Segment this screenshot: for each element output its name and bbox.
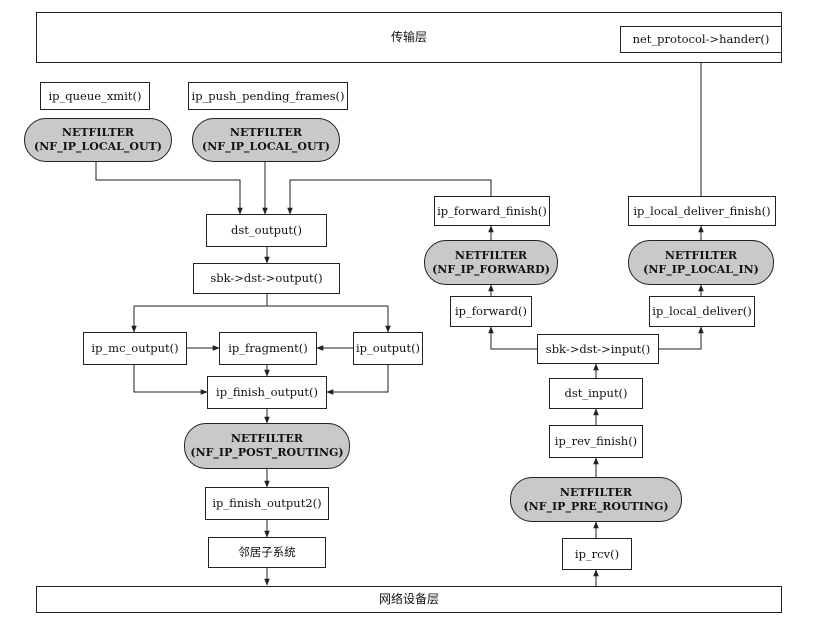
dst-input-node: dst_input() bbox=[549, 378, 643, 409]
netfilter-title: NETFILTER bbox=[61, 126, 135, 140]
netfilter-title: NETFILTER bbox=[664, 248, 738, 262]
netfilter-pre-routing-hook: NETFILTER (NF_IP_PRE_ROUTING) bbox=[510, 477, 682, 522]
arrow-forward-finish-to-dst-output bbox=[287, 179, 492, 215]
netfilter-hook-name: (NF_IP_PRE_ROUTING) bbox=[523, 499, 669, 513]
sbk-dst-input-node: sbk->dst->input() bbox=[537, 334, 659, 364]
netfilter-title: NETFILTER bbox=[454, 248, 528, 262]
netfilter-local-out-hook-1: NETFILTER (NF_IP_LOCAL_OUT) bbox=[24, 118, 172, 162]
netfilter-hook-name: (NF_IP_LOCAL_IN) bbox=[643, 262, 759, 276]
ip-queue-xmit-node: ip_queue_xmit() bbox=[40, 82, 150, 110]
ip-rcv-node: ip_rcv() bbox=[562, 538, 632, 570]
ip-push-pending-frames-node: ip_push_pending_frames() bbox=[188, 82, 348, 110]
network-device-layer-label: 网络设备层 bbox=[378, 591, 439, 606]
arrow-ip-output-to-ip-finish-output bbox=[326, 365, 389, 395]
arrow-sbk-input-to-ip-forward bbox=[488, 326, 537, 350]
neighbor-subsystem-node: 邻居子系统 bbox=[208, 537, 326, 568]
netfilter-title: NETFILTER bbox=[229, 126, 303, 140]
netfilter-hook-name: (NF_IP_FORWARD) bbox=[432, 262, 550, 276]
transport-layer-label: 传输层 bbox=[390, 29, 427, 44]
sbk-dst-output-node: sbk->dst->output() bbox=[193, 263, 340, 294]
netfilter-hook-name: (NF_IP_LOCAL_OUT) bbox=[202, 140, 330, 153]
ip-mc-output-node: ip_mc_output() bbox=[83, 332, 187, 365]
netfilter-hook-name: (NF_IP_POST_ROUTING) bbox=[190, 446, 344, 459]
netfilter-post-routing-hook: NETFILTER (NF_IP_POST_ROUTING) bbox=[184, 423, 350, 469]
netfilter-title: NETFILTER bbox=[559, 485, 633, 499]
ip-forward-finish-node: ip_forward_finish() bbox=[434, 196, 550, 226]
ip-output-node: ip_output() bbox=[353, 332, 423, 365]
ip-local-deliver-node: ip_local_deliver() bbox=[649, 296, 755, 327]
dst-output-node: dst_output() bbox=[206, 214, 327, 247]
netfilter-title: NETFILTER bbox=[230, 432, 304, 446]
arrow-ip-mc-output-to-ip-finish-output bbox=[133, 365, 208, 395]
arrow-sbk-input-to-ip-local-deliver bbox=[659, 326, 704, 350]
ip-rev-finish-node: ip_rev_finish() bbox=[549, 425, 643, 458]
arrow-local-out1-to-dst-output bbox=[95, 161, 243, 215]
ip-finish-output-node: ip_finish_output() bbox=[207, 376, 327, 409]
network-device-layer: 网络设备层 bbox=[36, 586, 782, 613]
ip-forward-node: ip_forward() bbox=[450, 296, 532, 327]
netfilter-forward-hook: NETFILTER (NF_IP_FORWARD) bbox=[424, 240, 558, 285]
netfilter-local-in-hook: NETFILTER (NF_IP_LOCAL_IN) bbox=[628, 240, 774, 285]
netfilter-hook-name: (NF_IP_LOCAL_OUT) bbox=[34, 140, 162, 153]
netfilter-local-out-hook-2: NETFILTER (NF_IP_LOCAL_OUT) bbox=[192, 118, 340, 162]
ip-finish-output2-node: ip_finish_output2() bbox=[205, 487, 329, 520]
net-protocol-handler-node: net_protocol->hander() bbox=[620, 26, 782, 53]
ip-local-deliver-finish-node: ip_local_deliver_finish() bbox=[628, 196, 776, 226]
ip-fragment-node: ip_fragment() bbox=[219, 332, 317, 365]
